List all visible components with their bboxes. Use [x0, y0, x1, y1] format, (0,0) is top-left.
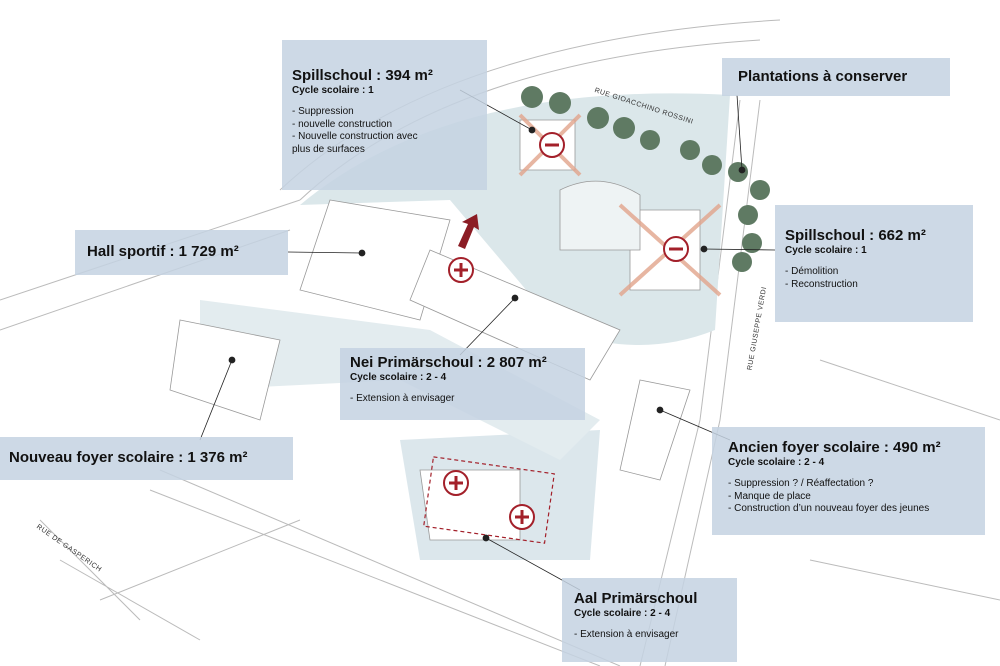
label-nei-primarschoul: Nei Primärschoul : 2 807 m² Cycle scolai…: [340, 348, 585, 420]
cycle: Cycle scolaire : 2 - 4: [574, 608, 671, 619]
title: Hall sportif : 1 729 m²: [87, 243, 239, 260]
title: Aal Primärschoul: [574, 590, 698, 607]
playground: [559, 180, 641, 251]
title: Ancien foyer scolaire : 490 m²: [728, 439, 941, 456]
note: plus de surfaces: [292, 143, 365, 155]
label-nouveau-foyer: Nouveau foyer scolaire : 1 376 m²: [0, 437, 293, 480]
note: - Nouvelle construction avec: [292, 131, 418, 142]
nouveau-foyer-building: [169, 319, 281, 421]
note: - Extension à envisager: [574, 629, 679, 640]
label-spillschoul-394: Spillschoul : 394 m² Cycle scolaire : 1 …: [282, 40, 487, 190]
plus-icon: [443, 470, 469, 496]
minus-icon: [539, 132, 565, 158]
cycle: Cycle scolaire : 2 - 4: [728, 457, 825, 468]
note: - nouvelle construction: [292, 118, 393, 130]
note: - Suppression ? / Réaffectation ?: [728, 478, 874, 489]
cycle: Cycle scolaire : 1: [785, 245, 867, 256]
title: Spillschoul : 662 m²: [785, 227, 926, 244]
extension-zone: [423, 456, 555, 544]
label-aal-primarschoul: Aal Primärschoul Cycle scolaire : 2 - 4 …: [562, 578, 737, 662]
ancien-foyer-building: [619, 379, 691, 481]
note: - Construction d’un nouveau foyer des je…: [728, 503, 930, 514]
minus-icon: [663, 236, 689, 262]
tree-icons: [521, 86, 770, 272]
plus-icon: [448, 257, 474, 283]
label-ancien-foyer: Ancien foyer scolaire : 490 m² Cycle sco…: [712, 427, 985, 535]
label-hall-sportif: Hall sportif : 1 729 m²: [75, 230, 288, 275]
label-plantations: Plantations à conserver: [722, 58, 950, 96]
aal-primarschoul-building: [419, 469, 521, 541]
plus-icon: [509, 504, 535, 530]
note: - Manque de place: [728, 490, 811, 502]
note: - Extension à envisager: [350, 393, 455, 404]
title: Nouveau foyer scolaire : 1 376 m²: [9, 449, 248, 466]
title: Plantations à conserver: [738, 68, 908, 85]
label-spillschoul-662: Spillschoul : 662 m² Cycle scolaire : 1 …: [775, 205, 973, 322]
title: Spillschoul : 394 m²: [292, 67, 433, 84]
note: - Suppression: [292, 106, 354, 117]
cycle: Cycle scolaire : 1: [292, 85, 374, 96]
cycle: Cycle scolaire : 2 - 4: [350, 372, 447, 383]
hall-sportif-building: [299, 199, 451, 321]
note: - Démolition: [785, 266, 839, 277]
arrow-icon: [458, 214, 479, 249]
title: Nei Primärschoul : 2 807 m²: [350, 354, 547, 371]
note: - Reconstruction: [785, 278, 858, 290]
